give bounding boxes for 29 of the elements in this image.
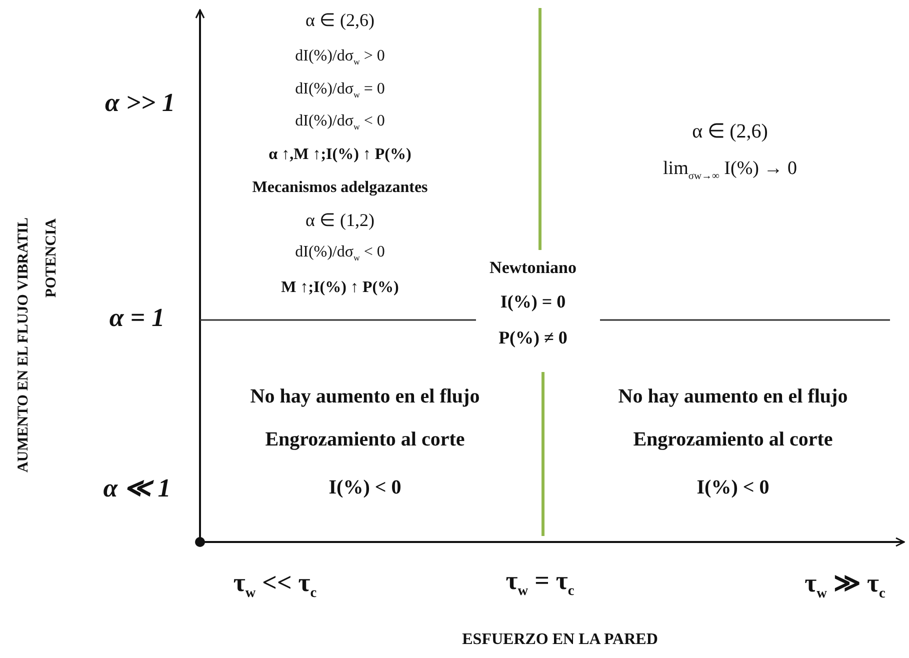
annotation-text: Engrozamiento al corte (633, 428, 833, 452)
annotation-text: dI(%)/dσ$_{w}$ < 0 (295, 112, 385, 132)
annotation-text: ESFUERZO EN LA PARED (462, 631, 658, 649)
axis-title: AUMENTO EN EL FLUJO VIBRATIL (16, 217, 32, 473)
annotation-text: Mecanismos adelgazantes (252, 179, 428, 197)
annotation-text: dI(%)/dσ$_{w}$ > 0 (295, 47, 385, 67)
annotation-text: No hay aumento en el flujo (618, 386, 848, 408)
annotation-text: τ$_{w}$ << τ$_{c}$ (233, 568, 317, 602)
annotation-text: No hay aumento en el flujo (250, 386, 480, 408)
annotation-text: τ$_{w}$ ≫ τ$_{c}$ (804, 567, 886, 603)
annotation-text: α ↑,M ↑;I(%) ↑ P(%) (268, 146, 412, 164)
annotation-text: I(%) < 0 (696, 476, 770, 500)
annotation-text: Engrozamiento al corte (265, 428, 465, 452)
annotation-text: α ∈ (2,6) (692, 120, 768, 144)
annotation-text: α >> 1 (105, 88, 175, 118)
annotation-text: α ∈ (2,6) (306, 9, 374, 31)
annotation-text: I(%) = 0 (500, 292, 566, 312)
axis-title: POTENCIA (44, 218, 60, 298)
annotation-text: P(%) ≠ 0 (498, 328, 568, 348)
annotation-text: Newtoniano (490, 258, 576, 278)
annotation-text: M ↑;I(%) ↑ P(%) (281, 279, 399, 297)
annotation-text: lim$_{σw→∞}$ I(%) → 0 (663, 158, 797, 182)
annotation-text: dI(%)/dσ$_{w}$ = 0 (295, 80, 385, 100)
annotation-text: dI(%)/dσ$_{w}$ < 0 (295, 243, 385, 263)
annotation-text: α ≪ 1 (103, 472, 171, 504)
annotation-text: α = 1 (109, 303, 165, 333)
annotation-text: α ∈ (1,2) (306, 209, 374, 231)
annotation-text: τ$_{w}$ = τ$_{c}$ (506, 566, 574, 600)
annotation-text: I(%) < 0 (328, 476, 402, 500)
